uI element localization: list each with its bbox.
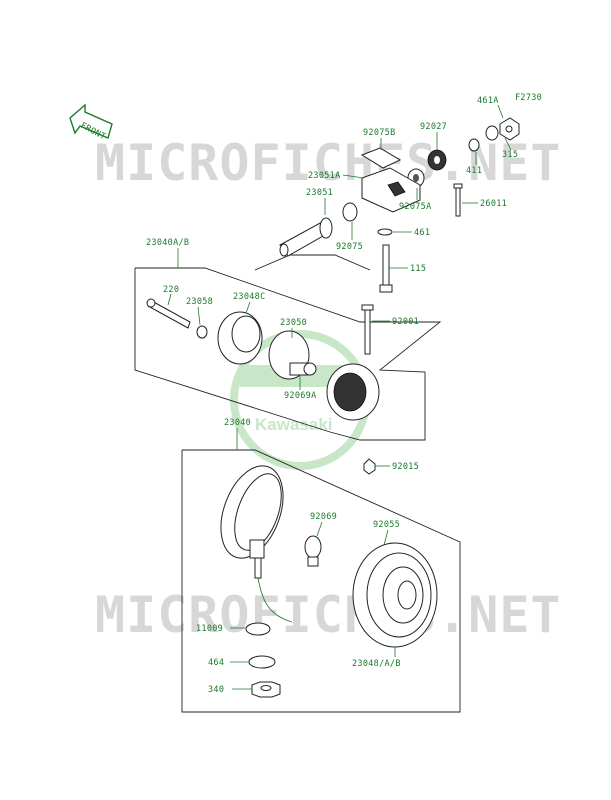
mount-guide-line	[254, 254, 371, 271]
washer-461	[377, 228, 393, 236]
clamp-92075B	[360, 147, 402, 169]
headlight-frame	[181, 449, 461, 713]
bolt-115	[379, 244, 393, 293]
label-92075: 92075	[336, 242, 363, 252]
label-23040: 23040	[224, 418, 251, 428]
label-115: 115	[410, 264, 426, 274]
socket-92069A	[289, 362, 317, 376]
label-23058: 23058	[186, 297, 213, 307]
nut-340	[251, 681, 281, 698]
label-23048C: 23048C	[233, 292, 266, 302]
diagram-code: F2730	[515, 93, 542, 103]
label-23050: 23050	[280, 318, 307, 328]
bolt-220	[146, 298, 191, 329]
washer-11009	[245, 622, 271, 636]
label-315: 315	[502, 150, 518, 160]
washer-411	[468, 138, 480, 152]
label-92069: 92069	[310, 512, 337, 522]
bracket-23051A	[361, 167, 421, 213]
label-411: 411	[466, 166, 482, 176]
leader-lines	[167, 104, 512, 690]
label-461: 461	[414, 228, 430, 238]
label-26011: 26011	[480, 199, 507, 209]
bulb-92069	[304, 535, 322, 567]
label-23051A: 23051A	[308, 171, 341, 181]
pin-26011	[453, 183, 463, 217]
label-23048AB: 23048/A/B	[352, 659, 401, 669]
bushing-92075	[342, 202, 358, 222]
headlight-body	[326, 363, 380, 421]
washer-461A	[485, 125, 499, 141]
housing-frame	[134, 267, 442, 441]
housing-23048C	[217, 311, 263, 365]
label-23040AB: 23040A/B	[146, 238, 189, 248]
label-92075B: 92075B	[363, 128, 396, 138]
label-92027: 92027	[420, 122, 447, 132]
label-23051: 23051	[306, 188, 333, 198]
label-220: 220	[163, 285, 179, 295]
bolt-92001	[361, 304, 374, 355]
label-92075A: 92075A	[399, 202, 432, 212]
kawasaki-logo-text: Kawasaki	[255, 415, 333, 434]
label-92055: 92055	[373, 520, 400, 530]
washer-23058	[196, 325, 208, 339]
label-92015: 92015	[392, 462, 419, 472]
label-92001: 92001	[392, 317, 419, 327]
washer-464	[248, 655, 276, 669]
socket-wire	[249, 539, 293, 623]
rim-23040	[220, 465, 284, 559]
nut-92015	[363, 458, 376, 475]
watermark-top: MICROFICHES.NET	[95, 134, 562, 192]
label-11009: 11009	[196, 624, 223, 634]
stud-23051	[279, 217, 333, 257]
label-340: 340	[208, 685, 224, 695]
nut-315	[499, 117, 520, 141]
lens-23048AB	[352, 542, 438, 648]
label-461A: 461A	[477, 96, 499, 106]
watermark-bottom: MICROFICHES.NET	[95, 586, 562, 644]
front-arrow-icon: FRONT	[69, 103, 113, 142]
label-464: 464	[208, 658, 224, 668]
bushing-92027	[427, 149, 447, 171]
label-92069A: 92069A	[284, 391, 317, 401]
